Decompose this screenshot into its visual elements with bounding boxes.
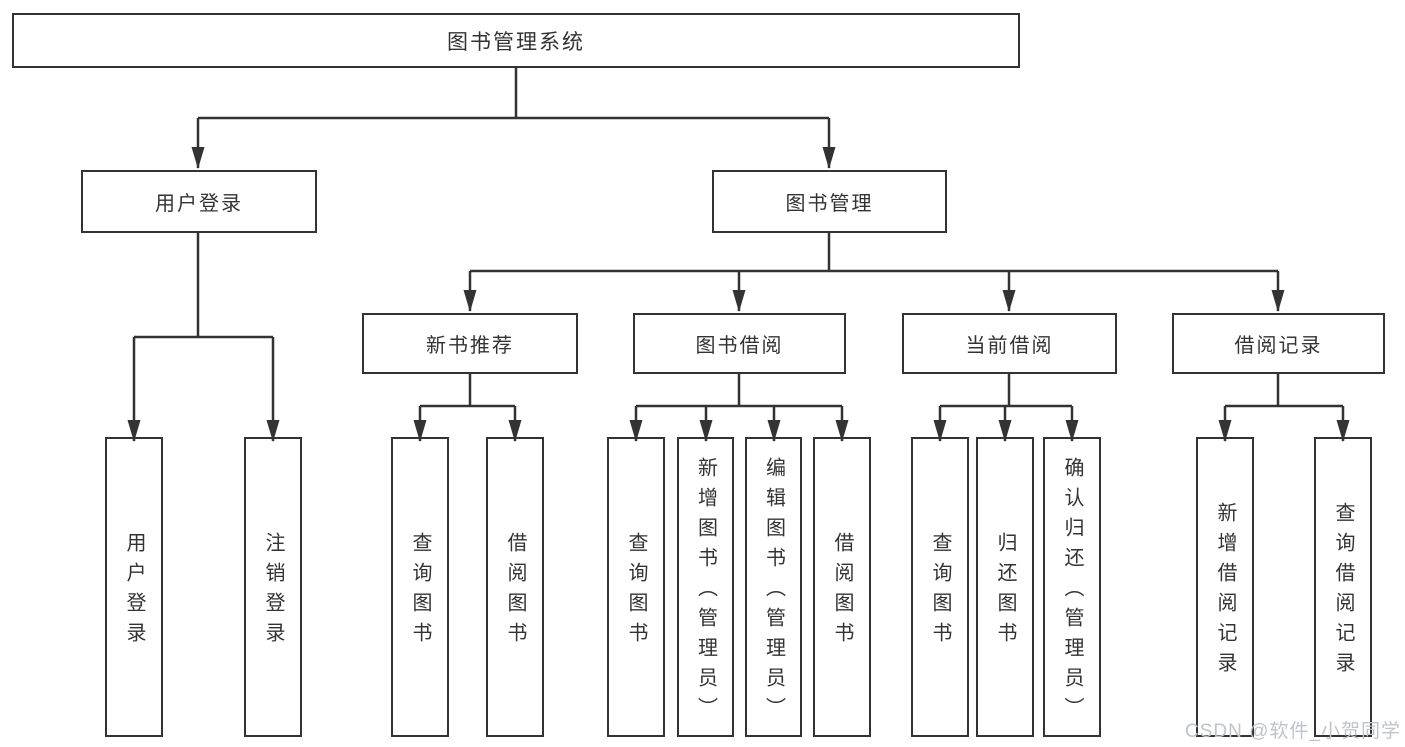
leaf-add-book-admin-label: 新增图书（管理员） (694, 457, 717, 727)
leaf-confirm-return-admin: 确认归还（管理员） (1043, 437, 1101, 737)
leaf-add-borrow-record: 新增借阅记录 (1196, 437, 1254, 737)
node-borrowing-records: 借阅记录 (1172, 313, 1385, 374)
leaf-edit-book-admin-label: 编辑图书（管理员） (762, 457, 785, 727)
leaf-borrow-books-borrowing-label: 借阅图书 (831, 532, 853, 652)
node-book-borrowing: 图书借阅 (633, 313, 846, 374)
leaf-borrow-books-recommend-label: 借阅图书 (504, 532, 526, 652)
node-current-borrowing: 当前借阅 (902, 313, 1117, 374)
leaf-add-book-admin: 新增图书（管理员） (677, 437, 734, 737)
leaf-user-login: 用户登录 (105, 437, 163, 737)
watermark: CSDN @软件_小贺同学 (1185, 721, 1401, 742)
leaf-query-books-recommend-label: 查询图书 (409, 532, 431, 652)
leaf-query-borrow-record-label: 查询借阅记录 (1332, 502, 1354, 682)
leaf-query-books-current: 查询图书 (911, 437, 969, 737)
leaf-query-books-recommend: 查询图书 (391, 437, 449, 737)
leaf-borrow-books-recommend: 借阅图书 (486, 437, 544, 737)
node-user-login: 用户登录 (81, 170, 317, 233)
leaf-user-login-label: 用户登录 (123, 532, 145, 652)
leaf-return-book: 归还图书 (976, 437, 1034, 737)
leaf-query-books-borrowing-label: 查询图书 (625, 532, 647, 652)
leaf-confirm-return-admin-label: 确认归还（管理员） (1061, 457, 1083, 727)
leaf-return-book-label: 归还图书 (994, 532, 1016, 652)
leaf-logout-label: 注销登录 (262, 532, 284, 652)
leaf-add-borrow-record-label: 新增借阅记录 (1214, 502, 1236, 682)
leaf-query-books-current-label: 查询图书 (929, 532, 951, 652)
leaf-borrow-books-borrowing: 借阅图书 (813, 437, 871, 737)
node-book-management: 图书管理 (712, 170, 947, 233)
leaf-query-books-borrowing: 查询图书 (607, 437, 665, 737)
node-library-management-system: 图书管理系统 (12, 13, 1020, 68)
leaf-logout: 注销登录 (244, 437, 302, 737)
leaf-query-borrow-record: 查询借阅记录 (1314, 437, 1372, 737)
leaf-edit-book-admin: 编辑图书（管理员） (745, 437, 802, 737)
node-new-book-recommend: 新书推荐 (362, 313, 578, 374)
